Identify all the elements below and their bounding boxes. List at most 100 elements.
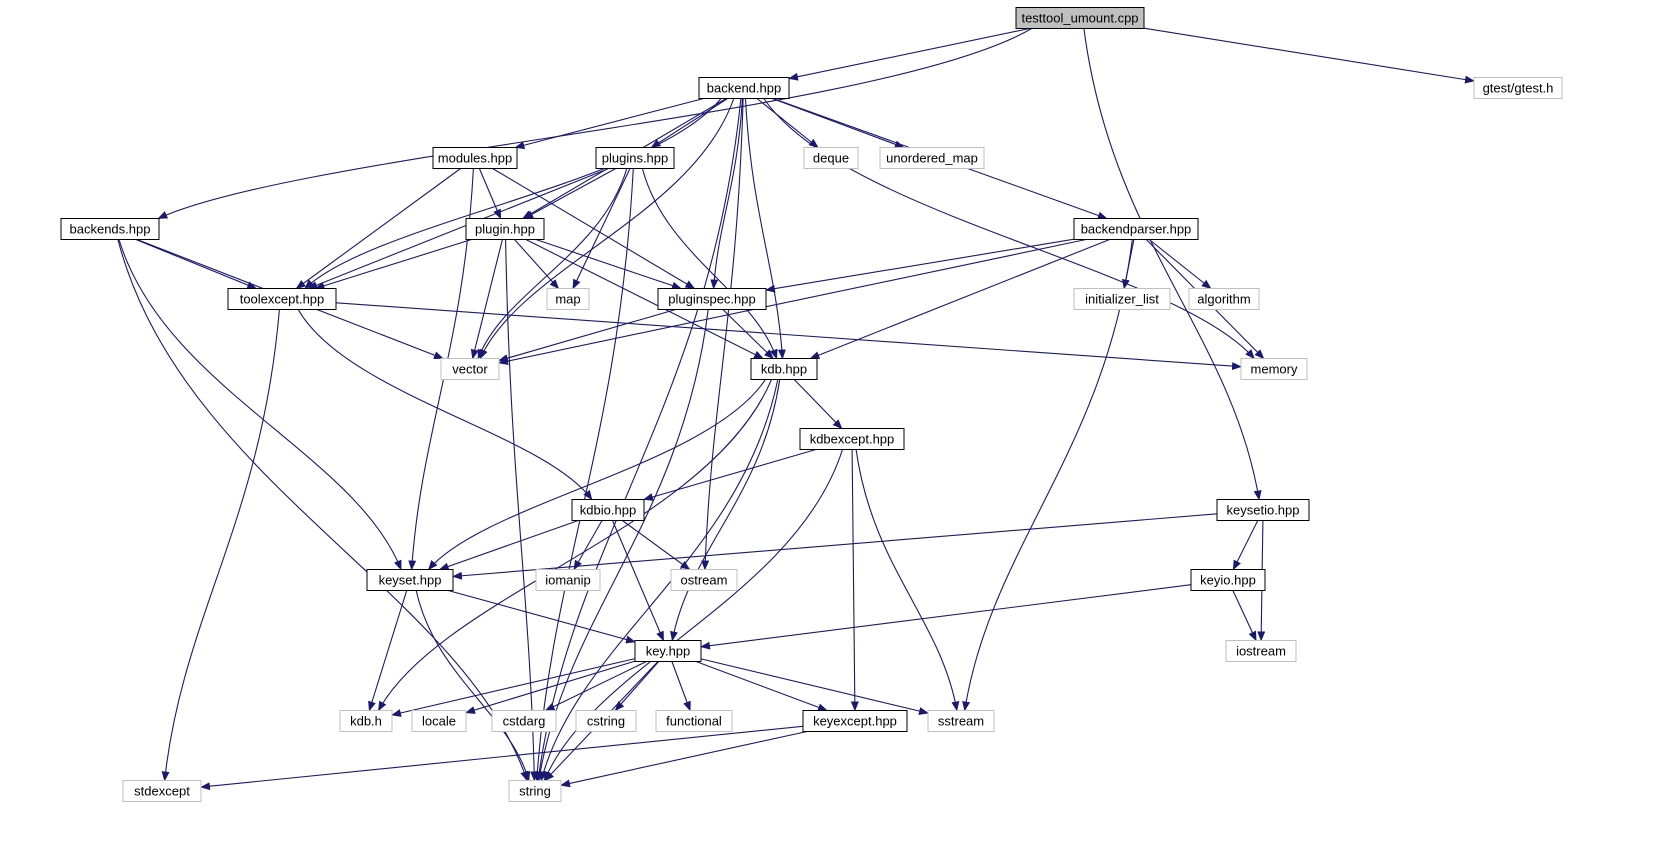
node-locale: locale bbox=[411, 710, 467, 732]
node-box bbox=[1225, 640, 1297, 662]
node-label: kdbio.hpp bbox=[580, 503, 636, 518]
node-label: keyio.hpp bbox=[1200, 573, 1256, 588]
node-label: iomanip bbox=[545, 573, 591, 588]
edge-plugin-to-toolexcept bbox=[314, 238, 472, 290]
edge-kdb-to-string bbox=[539, 379, 779, 782]
node-box bbox=[440, 358, 500, 380]
node-backends[interactable]: backends.hpp bbox=[60, 218, 160, 240]
node-plugins[interactable]: plugins.hpp bbox=[595, 147, 675, 169]
node-label: deque bbox=[813, 151, 849, 166]
node-label: key.hpp bbox=[646, 644, 691, 659]
node-label: memory bbox=[1251, 362, 1298, 377]
node-label: sstream bbox=[938, 714, 984, 729]
edge-kdb-to-kdbexcept bbox=[793, 379, 843, 430]
edge-toolexcept-to-memory bbox=[335, 302, 1242, 371]
edge-backendparser-to-sstream bbox=[962, 239, 1133, 712]
edge-plugins-to-vector bbox=[477, 168, 628, 360]
edge-modules-to-toolexcept bbox=[295, 168, 461, 290]
node-toolexcept[interactable]: toolexcept.hpp bbox=[227, 288, 337, 310]
node-algorithm: algorithm bbox=[1188, 288, 1260, 310]
node-kdb-h: kdb.h bbox=[339, 710, 393, 732]
node-plugin[interactable]: plugin.hpp bbox=[465, 218, 545, 240]
node-box bbox=[546, 288, 590, 310]
node-backendparser[interactable]: backendparser.hpp bbox=[1073, 218, 1199, 240]
node-box bbox=[655, 710, 733, 732]
edge-backend-to-vector bbox=[479, 98, 735, 360]
node-deque: deque bbox=[803, 147, 859, 169]
node-label: initializer_list bbox=[1085, 292, 1159, 307]
node-box bbox=[750, 358, 818, 380]
node-key[interactable]: key.hpp bbox=[634, 640, 702, 662]
edge-keyset-to-string bbox=[415, 590, 531, 782]
edge-testtool_umount-to-keysetio bbox=[1083, 28, 1262, 501]
edge-backend-to-toolexcept bbox=[304, 98, 722, 290]
node-cstring: cstring bbox=[575, 710, 637, 732]
edge-keyexcept-to-string bbox=[560, 730, 808, 788]
edge-toolexcept-to-stdexcept bbox=[161, 309, 280, 782]
node-box bbox=[465, 218, 545, 240]
node-box bbox=[927, 710, 995, 732]
node-box bbox=[803, 147, 859, 169]
node-kdbexcept[interactable]: kdbexcept.hpp bbox=[799, 428, 905, 450]
node-kdb[interactable]: kdb.hpp bbox=[750, 358, 818, 380]
edge-backend-to-deque bbox=[756, 98, 819, 149]
edge-testtool_umount-to-backend bbox=[788, 27, 1030, 81]
node-cstdarg: cstdarg bbox=[491, 710, 557, 732]
edge-plugins-to-plugin bbox=[523, 168, 617, 219]
node-box bbox=[799, 428, 905, 450]
node-testtool-umount[interactable]: testtool_umount.cpp bbox=[1015, 7, 1145, 29]
edge-key-to-cstdarg bbox=[544, 661, 647, 711]
edge-kdbexcept-to-keyexcept bbox=[850, 449, 859, 712]
edge-keysetio-to-keyset bbox=[452, 513, 1218, 580]
node-modules[interactable]: modules.hpp bbox=[432, 147, 518, 169]
node-label: backends.hpp bbox=[70, 222, 151, 237]
node-label: modules.hpp bbox=[438, 151, 512, 166]
node-keyexcept[interactable]: keyexcept.hpp bbox=[802, 710, 908, 732]
node-label: backend.hpp bbox=[707, 81, 781, 96]
edge-backends-to-string bbox=[117, 239, 529, 782]
node-box bbox=[1073, 288, 1171, 310]
node-label: map bbox=[555, 292, 580, 307]
edge-backendparser-to-kdb bbox=[809, 238, 1110, 360]
node-label: ostream bbox=[681, 573, 728, 588]
node-label: plugin.hpp bbox=[475, 222, 535, 237]
node-pluginspec[interactable]: pluginspec.hpp bbox=[657, 288, 767, 310]
node-box bbox=[657, 288, 767, 310]
node-vector: vector bbox=[440, 358, 500, 380]
node-box bbox=[670, 569, 738, 591]
edge-kdbio-to-iomanip bbox=[573, 520, 603, 571]
node-keyio[interactable]: keyio.hpp bbox=[1190, 569, 1266, 591]
edge-backend-to-unordered_map bbox=[772, 97, 905, 149]
node-box bbox=[634, 640, 702, 662]
edge-key-to-functional bbox=[671, 661, 691, 712]
edge-keyio-to-key bbox=[700, 584, 1192, 650]
edge-keysetio-to-keyio bbox=[1232, 520, 1259, 571]
node-label: backendparser.hpp bbox=[1081, 222, 1192, 237]
node-label: algorithm bbox=[1197, 292, 1250, 307]
node-box bbox=[1073, 218, 1199, 240]
node-gtest: gtest/gtest.h bbox=[1473, 77, 1563, 99]
edge-keyset-to-key bbox=[448, 589, 636, 644]
edges-layer bbox=[117, 27, 1475, 791]
node-keysetio[interactable]: keysetio.hpp bbox=[1216, 499, 1310, 521]
node-label: locale bbox=[422, 714, 456, 729]
node-label: unordered_map bbox=[886, 151, 978, 166]
node-box bbox=[411, 710, 467, 732]
edge-backends-to-toolexcept bbox=[135, 238, 258, 290]
node-keyset[interactable]: keyset.hpp bbox=[366, 569, 454, 591]
node-label: vector bbox=[452, 362, 488, 377]
node-label: testtool_umount.cpp bbox=[1021, 11, 1138, 26]
node-unordered-map: unordered_map bbox=[879, 147, 985, 169]
node-box bbox=[491, 710, 557, 732]
node-kdbio[interactable]: kdbio.hpp bbox=[571, 499, 645, 521]
node-iomanip: iomanip bbox=[535, 569, 601, 591]
edge-key-to-cstring bbox=[614, 661, 660, 712]
node-label: cstdarg bbox=[503, 714, 546, 729]
node-sstream: sstream bbox=[927, 710, 995, 732]
edge-plugin-to-map bbox=[514, 239, 560, 290]
node-label: functional bbox=[666, 714, 722, 729]
node-box bbox=[1216, 499, 1310, 521]
edge-pluginspec-to-vector bbox=[498, 308, 676, 362]
node-backend[interactable]: backend.hpp bbox=[698, 77, 790, 99]
